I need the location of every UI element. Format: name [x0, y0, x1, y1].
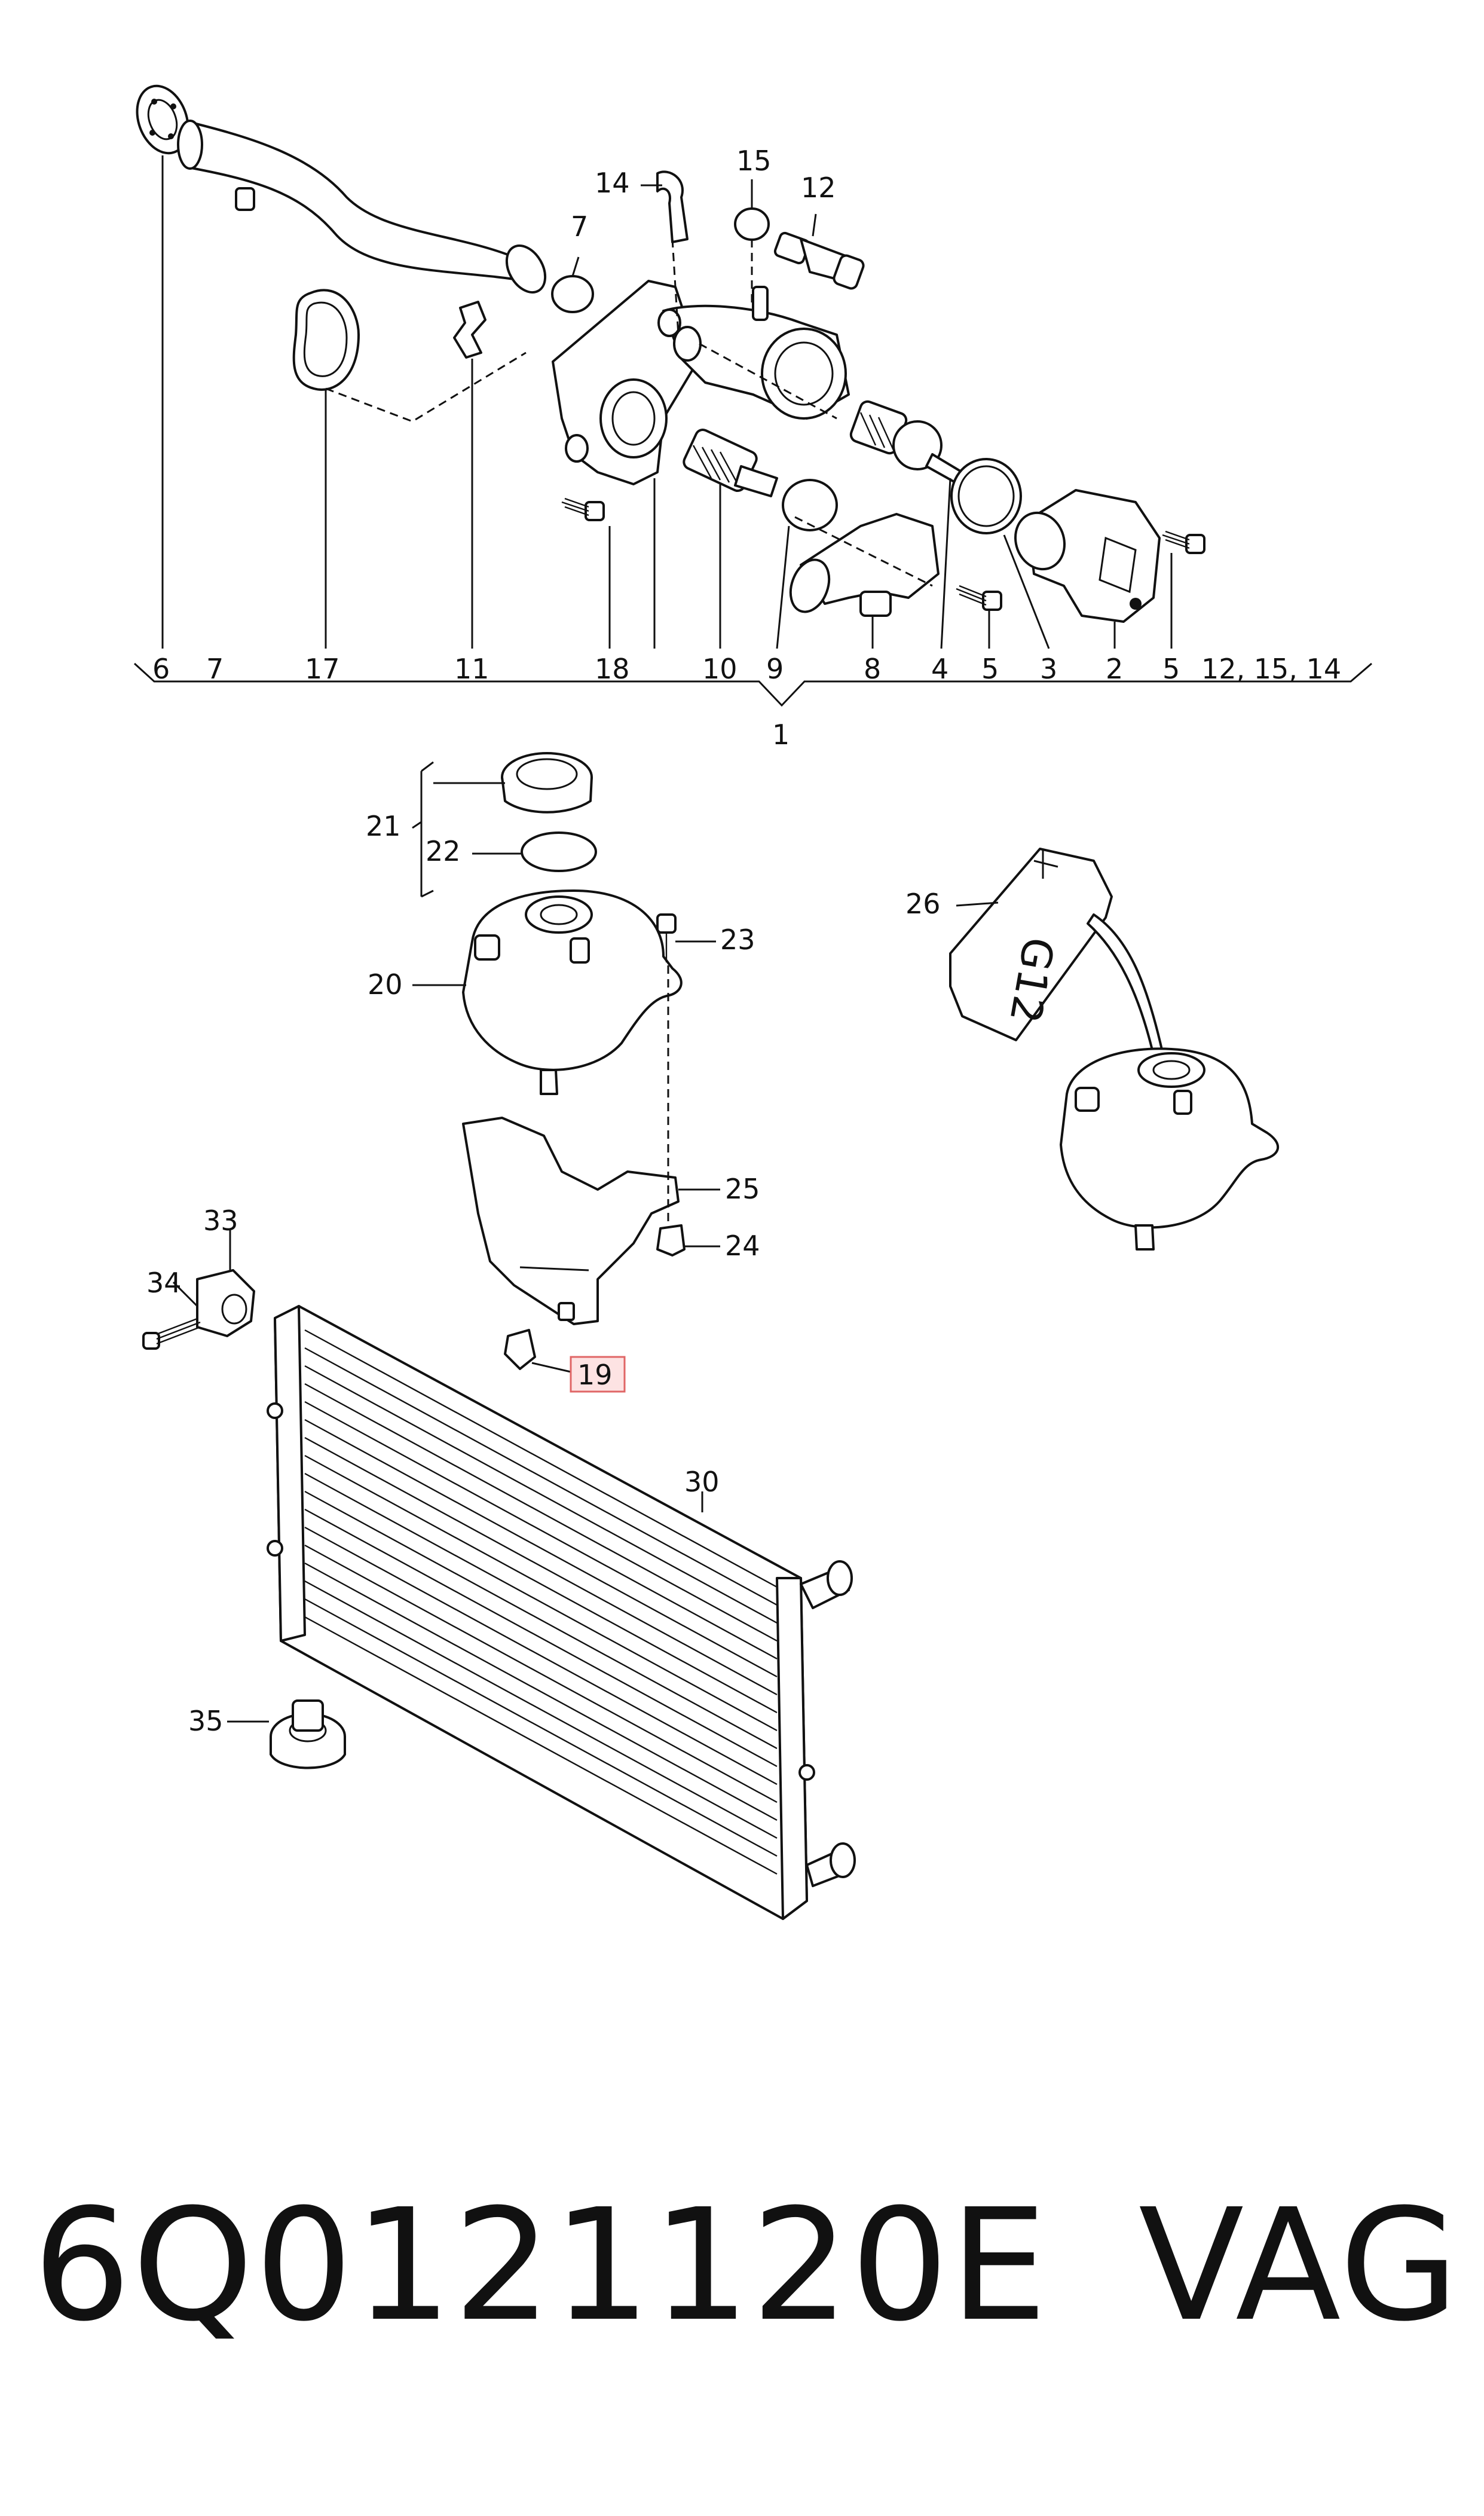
part-number: 6Q0121120E — [33, 2176, 1049, 2355]
callout-25: 25 — [725, 1173, 760, 1205]
callout-26: 26 — [905, 888, 941, 920]
bolt-part-5-b — [1162, 530, 1205, 554]
part-30-radiator — [267, 1305, 856, 1920]
part-22-seal — [521, 831, 597, 872]
callout-6: 6 — [152, 653, 170, 685]
top-callouts: 6 7 17 11 18 10 9 8 4 5 3 2 5 12, 15, 14… — [152, 145, 1341, 751]
part-33-mount — [196, 1269, 255, 1337]
callout-2: 2 — [1106, 653, 1123, 685]
radiator-group: 33 34 30 35 — [142, 1204, 856, 1920]
callout-3: 3 — [1040, 653, 1057, 685]
callout-9: 9 — [766, 653, 784, 685]
part-34-screw — [142, 1317, 201, 1350]
brand-name: VAG — [1139, 2176, 1460, 2355]
callout-7-upper: 7 — [571, 210, 588, 243]
callout-18: 18 — [595, 653, 630, 685]
callout-22: 22 — [426, 835, 461, 867]
callout-14: 14 — [595, 167, 630, 199]
callout-1: 1 — [772, 719, 790, 751]
callout-set-12-15-14: 12, 15, 14 — [1201, 653, 1341, 685]
part-10-thermostat — [683, 428, 778, 497]
part-35-bushing — [270, 1699, 346, 1769]
callout-34: 34 — [146, 1267, 182, 1299]
part-8-elbow-connector — [789, 513, 940, 617]
callout-24: 24 — [725, 1230, 760, 1262]
callout-15: 15 — [736, 145, 772, 177]
part-19-clip — [504, 1329, 536, 1370]
callout-17: 17 — [305, 653, 340, 685]
part-14-retaining-clip — [656, 170, 689, 243]
part-26-coolant-bottle: G12 — [949, 848, 1164, 1056]
middle-callouts: 21 22 20 23 25 24 — [366, 810, 760, 1262]
part-11-clip — [453, 301, 486, 359]
part-23-bolt — [656, 913, 677, 962]
callout-10: 10 — [702, 653, 738, 685]
part-25-bracket — [462, 1117, 680, 1325]
coolant-refill-group: G12 26 — [905, 848, 1280, 1251]
part-12-temperature-sensor — [773, 231, 865, 290]
callout-20: 20 — [368, 968, 403, 1001]
callout-30: 30 — [684, 1466, 720, 1498]
group-brace-1 — [133, 662, 1372, 707]
part-2-outlet-housing — [1014, 489, 1161, 623]
callout-11: 11 — [454, 653, 489, 685]
part-7-o-ring — [551, 275, 594, 313]
part-24-clip — [656, 1224, 686, 1257]
part-9-o-ring — [782, 479, 838, 531]
callout-19: 19 — [577, 1359, 613, 1391]
callout-12: 12 — [801, 172, 836, 204]
callout-19-highlight[interactable]: 19 — [570, 1356, 626, 1393]
callout-4: 4 — [931, 653, 948, 685]
thermostat-housing — [552, 280, 850, 485]
callout-23: 23 — [720, 924, 755, 956]
expansion-tank-group — [412, 752, 720, 1373]
bolt-part-18 — [561, 497, 605, 521]
part-21-cap — [501, 752, 593, 814]
bolt-part-5-a — [956, 585, 1002, 611]
part-3-o-ring — [950, 458, 1022, 534]
callout-7: 7 — [206, 653, 224, 685]
callout-5-a: 5 — [981, 653, 999, 685]
part-4-thermostat-insert — [849, 400, 963, 484]
part-15-o-ring — [734, 207, 770, 241]
part-17-gasket — [292, 289, 360, 391]
part-6-seal — [136, 84, 189, 155]
callout-5-b: 5 — [1162, 653, 1180, 685]
callout-35: 35 — [188, 1705, 224, 1737]
part-number-caption: 6Q0121120E VAG — [33, 2176, 1467, 2355]
callout-33: 33 — [203, 1204, 238, 1237]
part-7-coolant-pipe — [177, 120, 547, 294]
right-expansion-tank — [1060, 1047, 1280, 1251]
callout-8: 8 — [864, 653, 881, 685]
callout-21: 21 — [366, 810, 401, 842]
coolant-flange-assembly — [133, 84, 1372, 707]
part-20-expansion-tank — [462, 889, 683, 1095]
